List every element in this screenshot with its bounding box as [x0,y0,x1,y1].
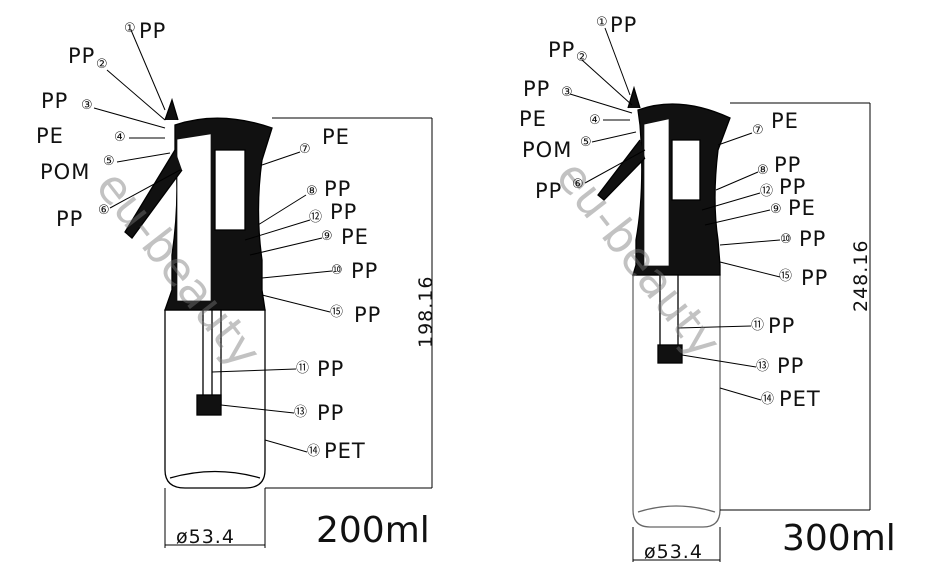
left-callout-number: ⑥ [98,203,110,218]
left-callout-number: ⑭ [307,444,321,459]
right-callout-number: ⑬ [756,359,770,374]
right-callout-material: PP [801,266,829,290]
left-callout-number: ③ [81,98,93,113]
left-callout-number: ② [96,57,108,72]
left-callout-material: PP [330,200,358,224]
right-callout-material: PP [610,13,638,37]
right-callout-material: PP [799,227,827,251]
right-callout-material: PP [548,38,576,62]
left-callout-number: ⑧ [306,184,318,199]
left-callout-number: ⑫ [309,210,323,225]
left-callout-material: PET [324,439,366,463]
right-callout-material: PP [779,175,807,199]
left-callout-material: PP [354,303,382,327]
right-callout-number: ④ [589,113,601,128]
right-callout-material: PP [535,179,563,203]
right-callout-material: PP [523,77,551,101]
left-callout-material: PE [322,125,350,149]
left-callout-material: PE [341,225,369,249]
right-height-dimension: 248.16 [850,239,872,312]
right-callout-number: ⑤ [580,135,592,150]
left-callout-number: ⑦ [299,142,311,157]
left-diameter-dimension: ø53.4 [176,526,235,548]
right-callout-material: PP [774,153,802,177]
right-callout-number: ⑥ [572,177,584,192]
left-callout-number: ⑬ [294,405,308,420]
right-callout-number: ⑮ [779,269,793,284]
left-callout-number: ① [124,21,136,36]
left-callout-material: PP [56,207,84,231]
left-callout-material: PP [324,177,352,201]
right-callout-number: ⑨ [770,202,782,217]
left-volume-label: 200ml [316,510,430,551]
left-callout-material: PP [351,259,379,283]
left-callout-number: ⑮ [330,305,344,320]
right-diameter-dimension: ø53.4 [644,541,703,563]
right-volume-label: 300ml [782,518,896,559]
right-callout-number: ⑪ [751,318,765,333]
right-callout-number: ② [576,50,588,65]
right-callout-number: ⑫ [760,184,774,199]
right-bottle-drawing [569,27,871,562]
right-callout-number: ① [596,15,608,30]
right-callout-material: POM [522,138,573,162]
right-callout-material: PET [779,387,821,411]
left-callout-material: PP [139,19,167,43]
left-callout-material: PP [68,44,96,68]
right-callout-material: PP [768,314,796,338]
left-callout-number: ⑨ [321,229,333,244]
left-callout-material: PE [36,124,64,148]
left-callout-number: ⑤ [103,154,115,169]
left-height-dimension: 198.16 [415,275,437,348]
left-callout-material: PP [317,357,345,381]
right-callout-material: PE [771,109,799,133]
left-callout-material: PP [41,89,69,113]
left-callout-material: PP [317,401,345,425]
right-callout-number: ⑧ [757,163,769,178]
left-callout-number: ④ [114,130,126,145]
left-callout-material: POM [40,160,91,184]
right-callout-material: PP [777,354,805,378]
right-callout-number: ⑭ [761,392,775,407]
left-callout-number: ⑪ [296,361,310,376]
left-bottle-drawing [93,29,433,548]
right-callout-number: ⑦ [752,123,764,138]
right-callout-material: PE [788,196,816,220]
right-callout-number: ③ [561,85,573,100]
left-callout-number: ⑩ [331,263,343,278]
right-callout-material: PE [519,107,547,131]
right-callout-number: ⑩ [780,232,792,247]
